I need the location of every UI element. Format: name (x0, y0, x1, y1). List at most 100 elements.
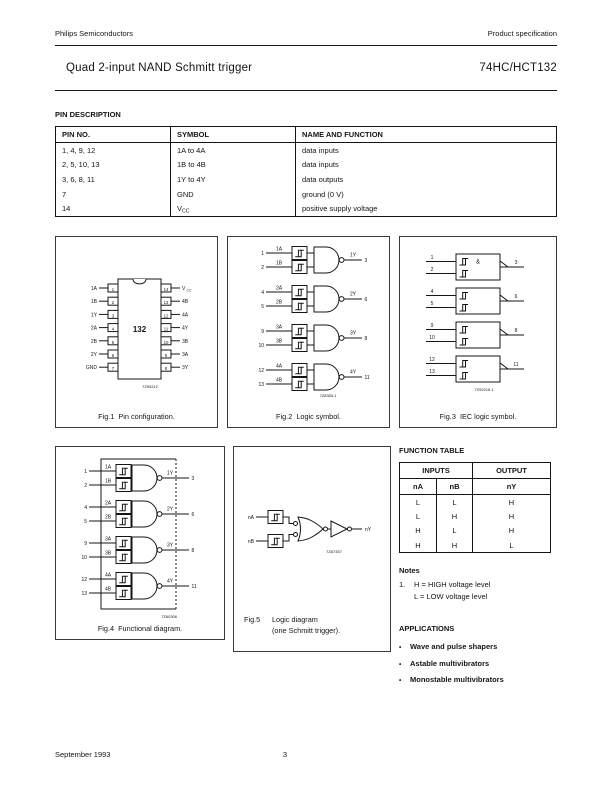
pin-number: 12 (81, 577, 87, 583)
application-text: Wave and pulse shapers (410, 642, 498, 651)
iec-gate-group: 12 13 11 (426, 355, 524, 383)
pin-number: 11 (164, 327, 169, 332)
input-label: 2B (276, 300, 283, 306)
input-label: 4B (105, 587, 112, 593)
bullet-icon: • (399, 677, 402, 684)
pin-label: V (182, 286, 186, 292)
pin-number: 1 (431, 255, 434, 261)
and-function-label: & (476, 260, 480, 266)
cell-function: ground (0 V) (295, 186, 557, 202)
note-item: 1.H = HIGH voltage level (399, 580, 491, 589)
inputs-header: INPUTS (399, 462, 473, 479)
cell-function: data inputs (295, 157, 557, 173)
pin-number: 2 (84, 483, 87, 489)
cell-symbol: 1A to 4A (170, 142, 296, 158)
note-number: 1. (399, 580, 406, 589)
output-label: 1Y (350, 253, 357, 259)
cell-pin: 3, 6, 8, 11 (55, 172, 171, 187)
pin-number: 4 (431, 289, 434, 295)
input-label: 1A (276, 247, 283, 253)
output-label: nY (365, 527, 372, 533)
cell: H (508, 526, 515, 536)
vcc-subscript: CC (182, 208, 190, 215)
col-header-function: NAME AND FUNCTION (295, 126, 557, 143)
list-item: •Monostable multivibrators (399, 675, 504, 684)
list-item: •Wave and pulse shapers (399, 642, 497, 651)
pin-row: 9 3A (160, 349, 189, 359)
output-label: 1Y (167, 471, 174, 477)
cell: L (399, 509, 437, 524)
note-text: L = LOW voltage level (414, 592, 488, 601)
cell: H (399, 523, 437, 538)
pin-number: 14 (164, 287, 169, 292)
fig5-caption-line1: Logic diagram (272, 615, 318, 624)
vcc-main: V (177, 203, 183, 213)
pin-label: 2Y (91, 352, 98, 358)
cell: H (436, 509, 473, 524)
pin-number: 9 (261, 329, 264, 335)
pin-number: 2 (112, 300, 115, 305)
schmitt-trigger-circuit: nA nB nY 7Z67337 (248, 511, 372, 554)
input-label: 2A (105, 501, 112, 507)
col-ny: nY (472, 478, 551, 495)
pin-label: 3B (182, 339, 189, 345)
pin-number: 6 (112, 353, 115, 358)
pin-number: 9 (165, 353, 168, 358)
pin-number: 5 (84, 519, 87, 525)
cell-function: data outputs (295, 172, 557, 187)
pin-number: 6 (365, 297, 368, 303)
cell: H (508, 497, 515, 507)
pin-label: 2B (91, 339, 98, 345)
input-label: 3A (105, 537, 112, 543)
pin-description-heading: PIN DESCRIPTION (55, 110, 121, 119)
footer-date: September 1993 (55, 750, 111, 759)
input-label: 2A (276, 286, 283, 292)
cell-pin: 14 (55, 201, 171, 217)
figure-code: 7Z8353.1 (320, 393, 338, 398)
fig5-logic-diagram: nA nB nY 7Z67337 (248, 497, 372, 554)
cell: H (508, 511, 515, 521)
pin-number: 12 (429, 357, 435, 363)
pin-number: 13 (429, 369, 435, 375)
pin-number: 13 (258, 382, 264, 388)
fig3-iec-symbol-diagram: 1 2 & 3 4 5 6 9 10 8 12 13 11 (426, 253, 524, 392)
col-header-pin-no: PIN NO. (55, 126, 171, 143)
pin-number: 12 (164, 313, 169, 318)
output-label: 4Y (350, 370, 357, 376)
header-rule (55, 45, 557, 47)
cell-symbol: GND (170, 186, 296, 202)
pin-label: 4Y (182, 326, 189, 332)
cell: H (436, 538, 473, 553)
pin-label: GND (86, 365, 98, 371)
title-rule (55, 90, 557, 92)
pin-number: 4 (84, 505, 87, 511)
col-na: nA (399, 478, 437, 495)
pin-number: 8 (165, 366, 168, 371)
footer-page-number: 3 (282, 750, 288, 759)
pin-number: 11 (192, 584, 197, 590)
pin-label: 3A (182, 352, 189, 358)
cell: L (436, 494, 473, 509)
input-label: 3B (105, 551, 112, 557)
fig5-caption-line2: (one Schmitt trigger). (272, 626, 341, 635)
cell-function: data inputs (295, 142, 557, 158)
table-row: 1, 4, 9, 12 1A to 4A data inputs (55, 142, 557, 158)
notes-heading: Notes (399, 566, 420, 575)
pin-number: 3 (192, 476, 195, 482)
table-row: 7 GND ground (0 V) (55, 186, 557, 202)
application-text: Astable multivibrators (410, 659, 490, 668)
table-header-row: PIN NO. SYMBOL NAME AND FUNCTION (55, 126, 557, 143)
pin-number: 3 (112, 313, 115, 318)
pin-number: 6 (515, 294, 518, 300)
